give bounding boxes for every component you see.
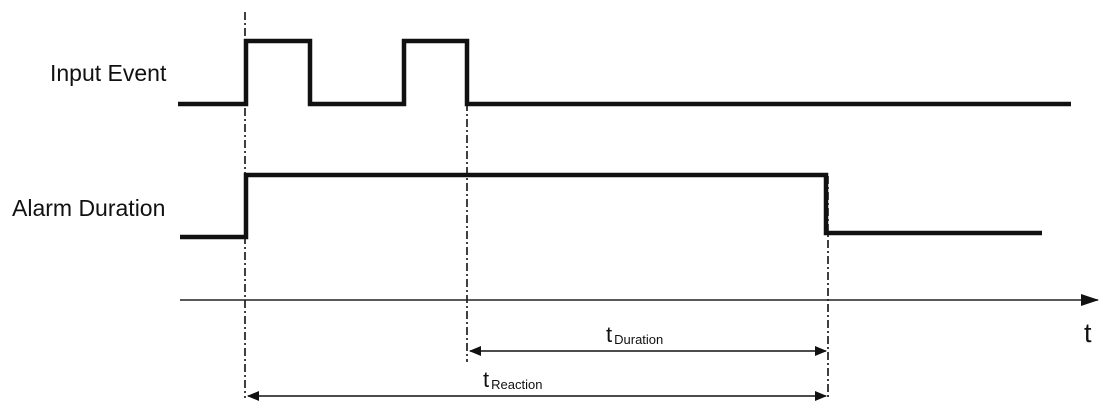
input-event-waveform — [178, 38, 1071, 107]
duration-subscript: Duration — [614, 332, 664, 347]
alarm-duration-waveform — [180, 172, 1042, 240]
reaction-subscript: Reaction — [491, 377, 543, 392]
alarm-duration-label: Alarm Duration — [12, 195, 166, 221]
time-axis-label: t — [1084, 318, 1092, 348]
duration-symbol: t — [606, 322, 613, 347]
reaction-symbol: t — [483, 367, 490, 392]
input-event-label: Input Event — [50, 60, 167, 86]
